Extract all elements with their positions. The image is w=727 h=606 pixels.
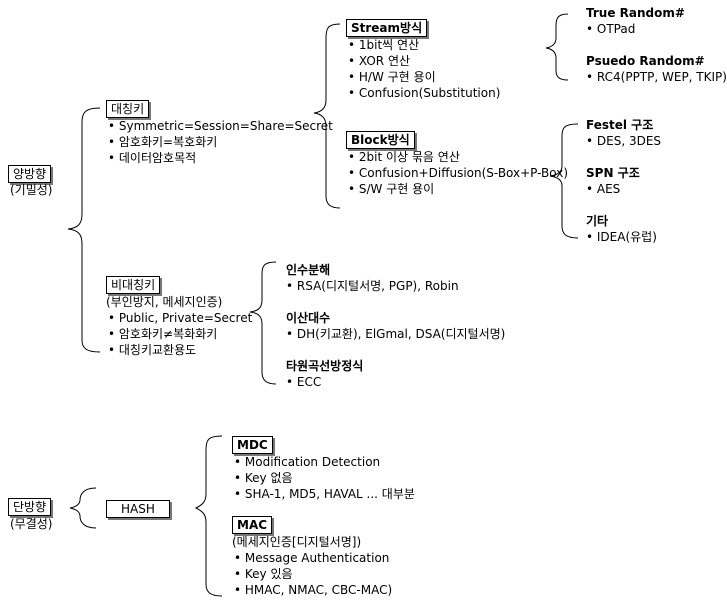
- hash-title: HASH: [106, 500, 170, 518]
- spn-item: • AES: [586, 182, 621, 196]
- asymmetric-item: • 암호화키≠복화화키: [108, 327, 218, 341]
- stream-title: Stream방식: [346, 19, 428, 37]
- mdc-title: MDC: [232, 436, 273, 454]
- pseudo-random-title: Psuedo Random#: [586, 54, 705, 68]
- mac-item: (메세지인증[디지털서명]): [232, 535, 362, 549]
- stream-item: • H/W 구현 용이: [348, 70, 436, 84]
- bracket-hash: [194, 435, 223, 597]
- symmetric-item: • 암호화키=복호화키: [108, 135, 218, 149]
- integrity-sub: (무결성): [10, 517, 53, 531]
- symmetric-item: • 데이터암호목적: [108, 151, 197, 165]
- block-item: • 2bit 이상 묶음 연산: [348, 150, 460, 164]
- true-random-item: • OTPad: [586, 22, 636, 36]
- mdc-item: • SHA-1, MD5, HAVAL ... 대부분: [234, 487, 415, 501]
- bracket-asymmetric: [249, 261, 277, 385]
- festel-title: Festel 구조: [586, 118, 654, 132]
- stream-item: • 1bit씩 연산: [348, 38, 420, 52]
- bracket-symmetric: [313, 23, 341, 209]
- asymmetric-title: 비대칭키: [106, 276, 161, 294]
- symmetric-item: • Symmetric=Session=Share=Secret: [108, 119, 333, 133]
- block-title: Block방식: [346, 131, 415, 149]
- mac-item: • Message Authentication: [234, 551, 390, 565]
- elliptic-curve-title: 타원곡선방정식: [286, 359, 364, 373]
- factorization-item: • RSA(디지털서명, PGP), Robin: [286, 279, 459, 293]
- etc-title: 기타: [586, 214, 609, 228]
- asymmetric-item: (부인방지, 메세지인증): [106, 295, 223, 309]
- mac-item: • HMAC, NMAC, CBC-MAC): [234, 583, 393, 597]
- factorization-title: 인수분해: [286, 263, 331, 277]
- mac-item: • Key 있음: [234, 567, 293, 581]
- bracket-integrity: [69, 487, 97, 529]
- pseudo-random-item: • RC4(PPTP, WEP, TKIP): [586, 70, 727, 84]
- block-item: • S/W 구현 용이: [348, 182, 435, 196]
- mdc-item: • Key 없음: [234, 471, 293, 485]
- bracket-confidentiality: [67, 107, 101, 353]
- bracket-block: [549, 123, 579, 239]
- spn-title: SPN 구조: [586, 166, 640, 180]
- mdc-item: • Modification Detection: [234, 455, 381, 469]
- symmetric-title: 대칭키: [106, 100, 150, 118]
- asymmetric-item: • Public, Private=Secret: [108, 311, 253, 325]
- confidentiality-sub: (기밀성): [10, 183, 53, 197]
- discrete-log-title: 이산대수: [286, 311, 331, 325]
- asymmetric-item: • 대칭키교환용도: [108, 343, 197, 357]
- integrity-label: 단방향: [8, 498, 52, 516]
- elliptic-curve-item: • ECC: [286, 375, 322, 389]
- stream-item: • XOR 연산: [348, 54, 411, 68]
- stream-item: • Confusion(Substitution): [348, 86, 501, 100]
- festel-item: • DES, 3DES: [586, 134, 662, 148]
- etc-item: • IDEA(유럽): [586, 230, 657, 244]
- confidentiality-label: 양방향: [8, 165, 52, 183]
- bracket-stream: [545, 13, 569, 81]
- block-item: • Confusion+Diffusion(S-Box+P-Box): [348, 166, 569, 180]
- discrete-log-item: • DH(키교환), ElGmal, DSA(디지털서명): [286, 327, 506, 341]
- true-random-title: True Random#: [586, 6, 685, 20]
- mac-title: MAC: [232, 516, 273, 534]
